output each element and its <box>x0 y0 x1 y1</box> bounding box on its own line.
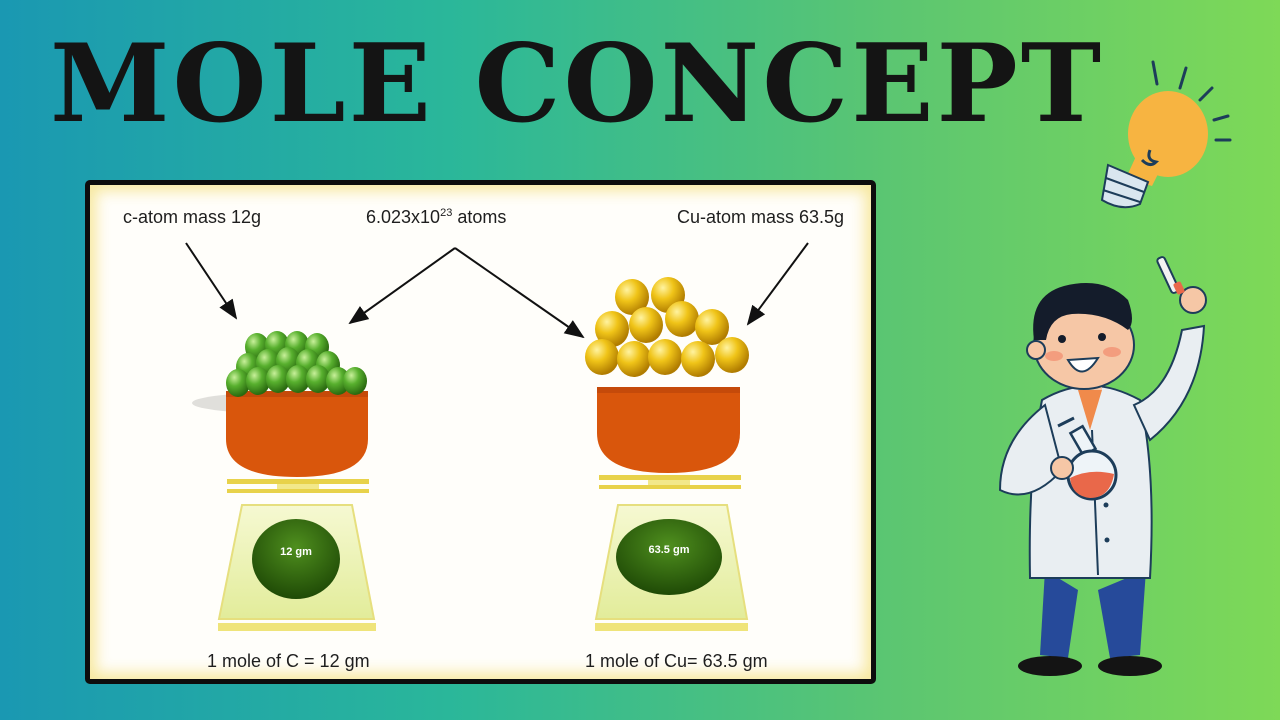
lightbulb-icon <box>1100 60 1232 209</box>
left-scale <box>192 331 376 631</box>
arrow-center-right <box>454 247 585 339</box>
copper-atoms <box>585 277 749 377</box>
arrow-center-left <box>348 247 456 325</box>
left-display-readout: 12 gm <box>280 546 312 558</box>
carbon-atoms <box>226 331 367 397</box>
atoms-exponent: 23 <box>440 207 453 219</box>
arrow-right-label <box>746 242 809 326</box>
atoms-count-label: 6.023x1023 atoms <box>366 207 506 228</box>
atoms-mantissa: 6.023x10 <box>366 207 441 227</box>
right-scale <box>585 277 749 631</box>
scientist-illustration <box>998 256 1207 676</box>
mole-diagram-panel: c-atom mass 12g 6.023x1023 atoms Cu-atom… <box>85 180 876 684</box>
atoms-unit: atoms <box>457 207 507 227</box>
left-caption: 1 mole of C = 12 gm <box>207 651 370 671</box>
page-title: MOLE CONCEPT <box>50 21 1105 147</box>
right-display-readout: 63.5 gm <box>648 544 690 556</box>
right-mass-label: Cu-atom mass 63.5g <box>677 207 845 227</box>
arrow-left-label <box>185 242 238 320</box>
left-mass-label: c-atom mass 12g <box>123 207 262 227</box>
diagram-graphics <box>185 242 809 631</box>
right-caption: 1 mole of Cu= 63.5 gm <box>585 651 768 671</box>
